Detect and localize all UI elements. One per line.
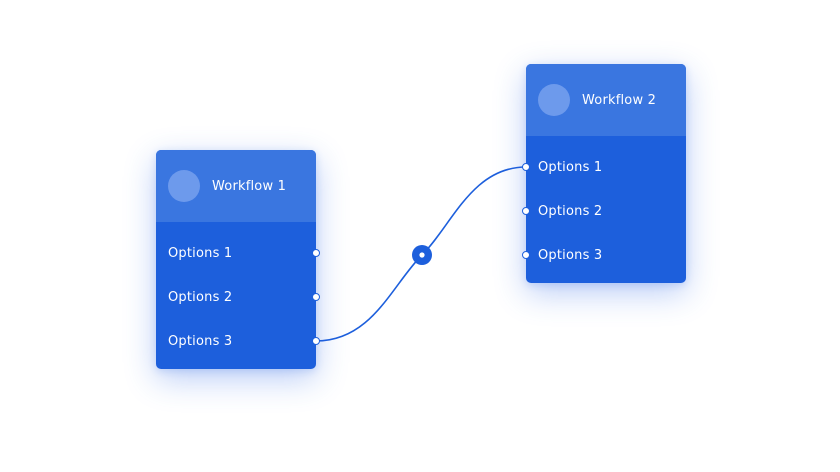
option-label: Options 2 <box>168 289 233 305</box>
option-row-1[interactable]: Options 1 <box>526 145 686 189</box>
option-row-3[interactable]: Options 3 <box>526 233 686 277</box>
card-header: Workflow 1 <box>156 150 316 222</box>
card-header: Workflow 2 <box>526 64 686 136</box>
option-label: Options 3 <box>168 333 233 349</box>
option-label: Options 2 <box>538 203 603 219</box>
input-port-card2-option3[interactable] <box>522 251 530 259</box>
input-port-card2-option2[interactable] <box>522 207 530 215</box>
options-list: Options 1 Options 2 Options 3 <box>156 222 316 369</box>
option-row-3[interactable]: Options 3 <box>156 319 316 363</box>
options-list: Options 1 Options 2 Options 3 <box>526 136 686 283</box>
input-port-card2-option1[interactable] <box>522 163 530 171</box>
option-label: Options 1 <box>168 245 233 261</box>
option-label: Options 1 <box>538 159 603 175</box>
option-row-1[interactable]: Options 1 <box>156 231 316 275</box>
avatar <box>538 84 570 116</box>
workflow-card-1[interactable]: Workflow 1 Options 1 Options 2 Options 3 <box>156 150 316 369</box>
output-port-card1-option3[interactable] <box>312 337 320 345</box>
option-row-2[interactable]: Options 2 <box>156 275 316 319</box>
connection-midpoint-handle[interactable] <box>412 245 432 265</box>
workflow-card-2[interactable]: Workflow 2 Options 1 Options 2 Options 3 <box>526 64 686 283</box>
card-title: Workflow 2 <box>582 92 657 108</box>
option-label: Options 3 <box>538 247 603 263</box>
output-port-card1-option2[interactable] <box>312 293 320 301</box>
option-row-2[interactable]: Options 2 <box>526 189 686 233</box>
card-title: Workflow 1 <box>212 178 287 194</box>
output-port-card1-option1[interactable] <box>312 249 320 257</box>
avatar <box>168 170 200 202</box>
